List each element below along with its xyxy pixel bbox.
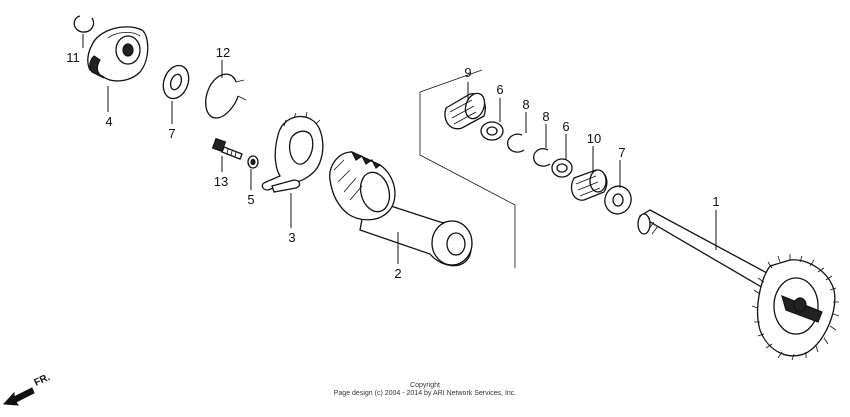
label-part-7-left: 7 xyxy=(168,126,175,141)
copyright-line: Page design (c) 2004 - 2014 by ARI Netwo… xyxy=(333,390,517,397)
label-part-2: 2 xyxy=(394,266,401,281)
washer-part-7-right xyxy=(604,185,632,215)
bolt-part-13 xyxy=(211,137,243,160)
snap-ring-part-12 xyxy=(205,73,247,119)
label-part-4: 4 xyxy=(105,114,112,129)
front-label: FR. xyxy=(33,372,52,389)
label-part-10: 10 xyxy=(587,131,601,146)
spindle-sleeve-part-2 xyxy=(329,150,473,267)
label-part-11: 11 xyxy=(66,50,80,65)
washer-part-7-left xyxy=(162,64,190,100)
ratchet-guide-part-4 xyxy=(87,26,149,82)
label-part-8-left: 8 xyxy=(522,97,529,112)
washer-part-6-left xyxy=(480,121,504,141)
label-part-7-right: 7 xyxy=(618,145,625,160)
circlip-part-8-right xyxy=(533,148,551,167)
assembly-bracket-line xyxy=(419,69,516,268)
washer-part-6-right xyxy=(551,158,573,178)
needle-bearing-part-9 xyxy=(444,92,486,130)
label-part-13: 13 xyxy=(214,174,228,189)
front-direction-arrow: FR. xyxy=(2,372,52,406)
stopper-plate-part-3 xyxy=(261,111,324,193)
arrow-icon xyxy=(2,387,35,406)
label-part-8-right: 8 xyxy=(542,109,549,124)
label-part-12: 12 xyxy=(216,45,230,60)
label-part-3: 3 xyxy=(288,230,295,245)
circlip-part-8-left xyxy=(507,133,525,153)
circlip-part-11 xyxy=(73,15,95,33)
copyright-title: Copyright xyxy=(410,382,440,389)
label-part-6-left: 6 xyxy=(496,82,503,97)
label-part-9: 9 xyxy=(464,65,471,80)
label-part-1: 1 xyxy=(712,194,719,209)
label-part-6-right: 6 xyxy=(562,119,569,134)
needle-bearing-part-10 xyxy=(570,169,608,201)
kick-spindle-gear-part-1 xyxy=(637,209,840,361)
label-part-5: 5 xyxy=(247,192,254,207)
washer-part-5 xyxy=(247,155,259,169)
